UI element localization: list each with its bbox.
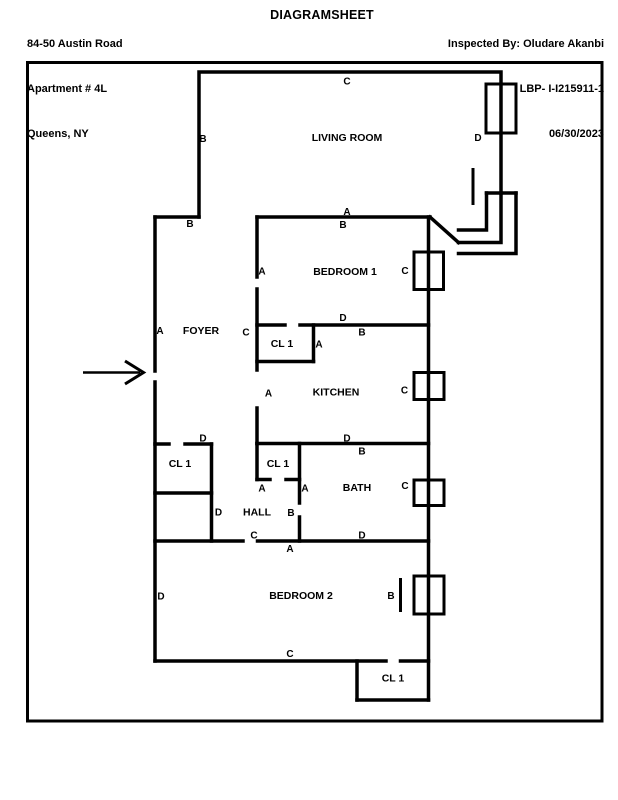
room-label-bath: BATH: [343, 482, 371, 494]
door-markers: [399, 168, 475, 612]
room-label-closet-foyer: CL 1: [169, 458, 192, 470]
address-street: 84-50 Austin Road: [27, 38, 123, 50]
wall-letter: B: [199, 134, 206, 145]
wall-letter: D: [339, 313, 346, 324]
wall-bay-middle: [456, 191, 503, 245]
wall-letter: B: [358, 447, 365, 458]
property-address: 84-50 Austin Road Apartment # 4L Queens,…: [27, 7, 123, 172]
room-label-living-room: LIVING ROOM: [312, 132, 383, 144]
wall-letter: C: [343, 77, 350, 88]
page-title: DIAGRAMSHEET: [270, 8, 374, 22]
wall-letter: C: [401, 386, 408, 397]
wall-letter: D: [157, 592, 164, 603]
room-label-closet-kitchen: CL 1: [271, 338, 294, 350]
wall-letter: D: [215, 508, 222, 519]
wall-letter: C: [401, 481, 408, 492]
wall-letter: B: [287, 508, 294, 519]
window-marker: [412, 574, 446, 616]
wall-letter: B: [387, 591, 394, 602]
window-marker: [412, 250, 445, 291]
inspection-info: Inspected By: Oludare Akanbi LBP- I-I215…: [448, 7, 604, 172]
wall-letter: C: [286, 649, 293, 660]
window-marker: [484, 82, 518, 135]
wall-letter: A: [301, 484, 308, 495]
window-marker: [412, 478, 446, 507]
wall-letter: A: [258, 484, 265, 495]
inspection-date: 06/30/2023: [548, 128, 604, 140]
window-marker: [412, 371, 446, 401]
wall-letter: C: [401, 266, 408, 277]
address-city: Queens, NY: [27, 128, 89, 140]
wall-letter: B: [358, 328, 365, 339]
wall: [197, 70, 503, 219]
wall-letter: D: [199, 434, 206, 445]
address-apartment: Apartment # 4L: [27, 83, 108, 95]
wall-letter: A: [265, 389, 272, 400]
wall-letter: A: [156, 326, 163, 337]
wall-letter: A: [286, 544, 293, 555]
wall-letter: B: [186, 219, 193, 230]
room-label-hall: HALL: [243, 507, 272, 519]
room-label-foyer: FOYER: [183, 325, 220, 337]
room-label-bedroom-2: BEDROOM 2: [269, 590, 333, 602]
wall-letter: D: [343, 434, 350, 445]
windows: [412, 82, 518, 616]
plan-border: [26, 61, 604, 723]
wall-letter: D: [474, 133, 481, 144]
room-label-bedroom-1: BEDROOM 1: [313, 266, 377, 278]
wall-letter: A: [343, 207, 350, 218]
wall-bay-outer: [456, 191, 518, 256]
room-labels: LIVING ROOM BEDROOM 1 FOYER CL 1 KITCHEN…: [169, 132, 405, 685]
wall-letter: D: [358, 531, 365, 542]
wall-diagonal: [427, 214, 461, 245]
license-number: LBP- I-I215911-1: [519, 83, 604, 95]
wall-letter: A: [315, 340, 322, 351]
wall-bay-inner: [456, 191, 489, 232]
wall-letter: B: [339, 220, 346, 231]
wall-letter: A: [258, 267, 265, 278]
room-label-kitchen: KITCHEN: [313, 387, 360, 399]
room-label-closet-hall: CL 1: [267, 458, 290, 470]
room-label-closet-bedroom-2: CL 1: [382, 673, 405, 685]
wall-letter: C: [242, 328, 249, 339]
wall-lines: [153, 70, 518, 702]
wall-letters: C B D B A B A C D B C A A A C D D B A A …: [156, 77, 481, 661]
entrance-arrow-icon: [83, 359, 147, 386]
wall-letter: C: [250, 531, 257, 542]
inspected-by: Inspected By: Oludare Akanbi: [447, 38, 604, 50]
